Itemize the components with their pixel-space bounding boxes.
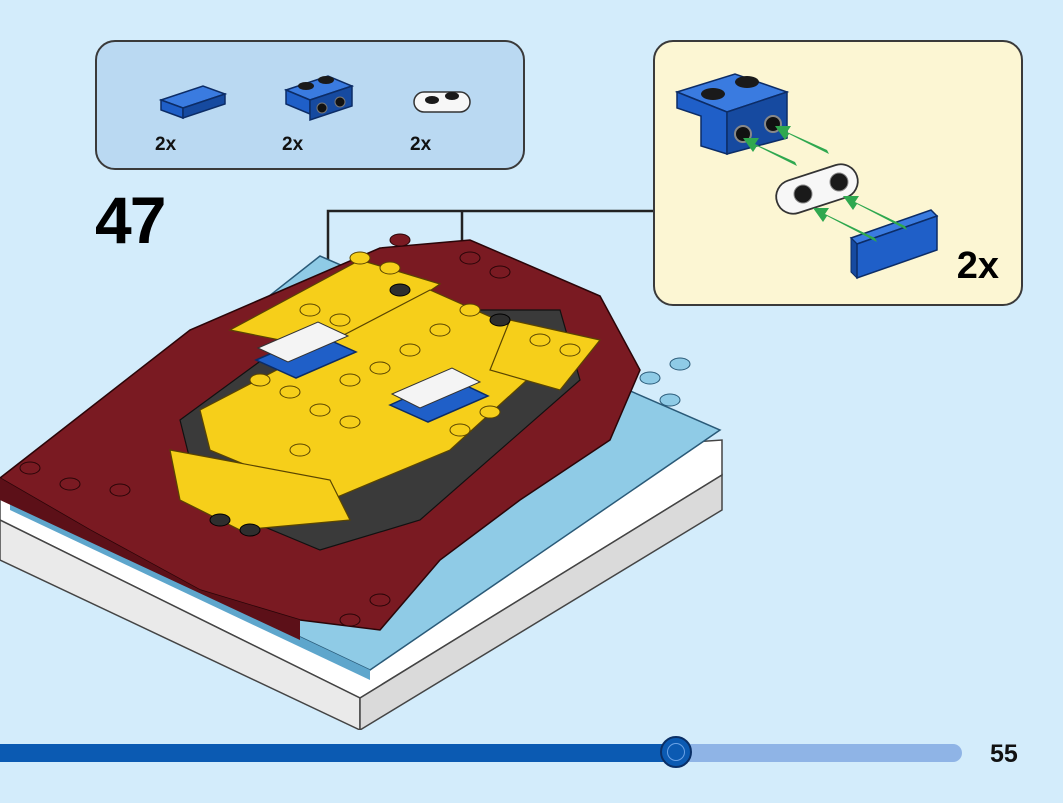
- part-qty: 2x: [282, 134, 304, 155]
- progress-knob[interactable]: [660, 736, 692, 768]
- part-qty: 2x: [155, 134, 177, 155]
- step-number: 47: [95, 183, 166, 257]
- part-item: 2x: [282, 62, 372, 162]
- model-illustration: [0, 233, 723, 730]
- assembly-arrows: [743, 126, 907, 242]
- sub-assembly-callout: 2x: [653, 40, 1023, 306]
- parts-list-panel: 2x 2x 2x: [95, 40, 525, 170]
- callout-qty: 2x: [956, 245, 999, 287]
- page-number: 55: [990, 740, 1018, 768]
- progress-bar: [0, 736, 962, 768]
- blue-tile-2x1-icon: [158, 85, 228, 120]
- part-item: 2x: [410, 62, 500, 162]
- part-item: 2x: [155, 62, 245, 162]
- white-plate-rounded-1x2-icon: [413, 91, 471, 113]
- progress-fill: [0, 744, 678, 762]
- blue-bracket-1x2-icon: [283, 75, 355, 122]
- part-qty: 2x: [410, 134, 432, 155]
- sub-assembly-diagram: [674, 73, 939, 280]
